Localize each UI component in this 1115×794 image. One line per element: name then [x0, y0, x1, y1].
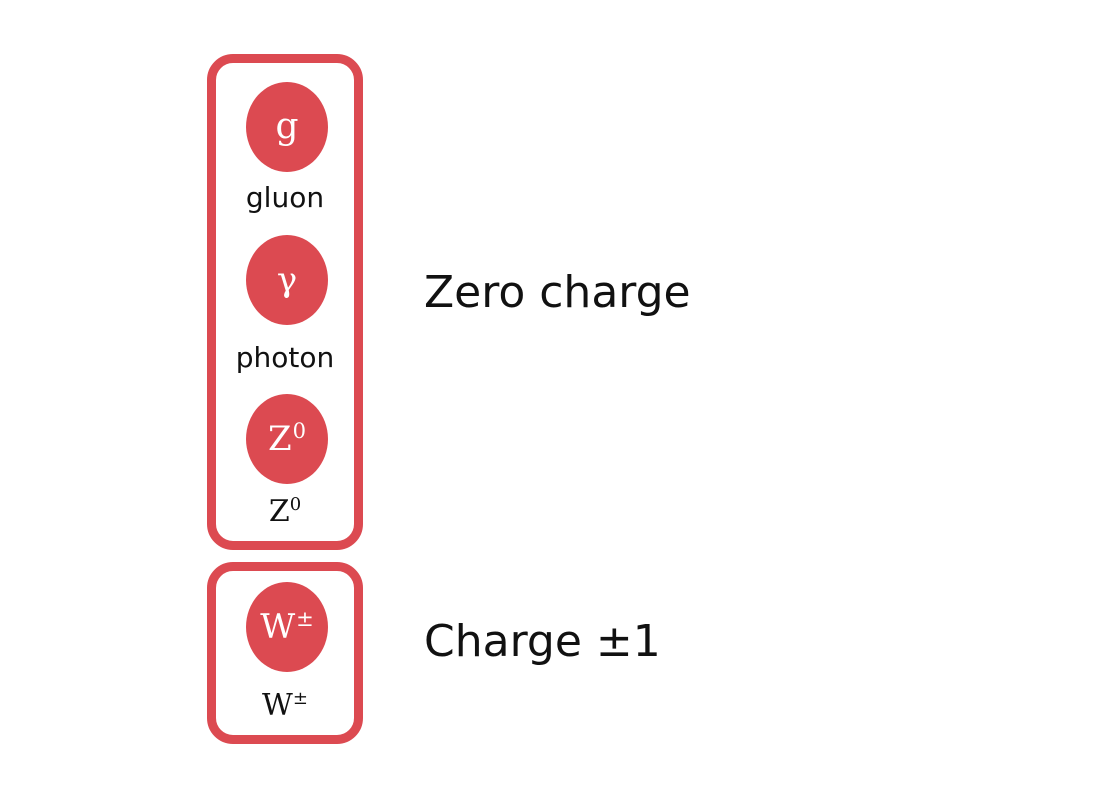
- w-boson-label-text: W: [262, 688, 293, 723]
- w-boson-symbol-superscript: ±: [296, 605, 314, 631]
- w-boson-particle-badge: W±: [246, 582, 328, 672]
- z-boson-label-text: Z: [268, 494, 290, 529]
- photon-label: photon: [235, 341, 335, 374]
- gluon-symbol: g: [275, 106, 299, 147]
- z-boson-label-superscript: 0: [289, 494, 302, 515]
- w-boson-label: W±: [207, 690, 363, 722]
- z-boson-symbol-superscript: 0: [292, 417, 307, 443]
- w-boson-label-superscript: ±: [292, 688, 308, 709]
- z-boson-label: Z0: [207, 496, 363, 528]
- gluon-label: gluon: [245, 181, 325, 214]
- z-boson-particle-badge: Z0: [246, 394, 328, 484]
- w-boson-symbol: W: [260, 607, 296, 647]
- photon-particle-badge: γ: [246, 235, 328, 325]
- photon-symbol: γ: [276, 260, 298, 300]
- zero-charge-group-label: Zero charge: [424, 267, 691, 318]
- z-boson-symbol: Z: [267, 419, 292, 459]
- gluon-particle-badge: g: [246, 82, 328, 172]
- charged-group-label: Charge ±1: [424, 616, 661, 667]
